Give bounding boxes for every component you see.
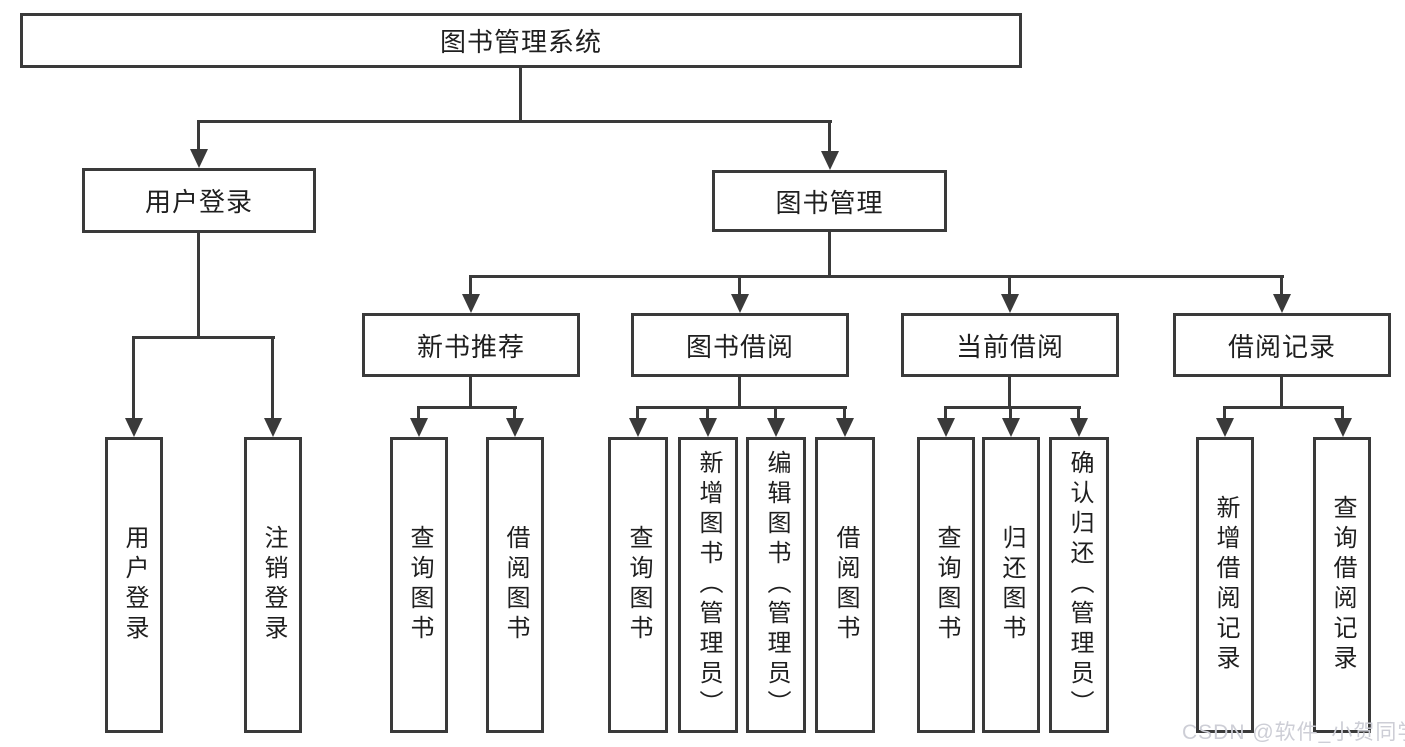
connector-user-login-stem <box>197 233 200 337</box>
leaf-user-login: 用户登录 <box>105 437 163 733</box>
connector-drop-borrow-books-2 <box>843 406 846 420</box>
connector-rail-borrowing-records <box>1223 406 1344 409</box>
connector-drop-query-books-2 <box>636 406 639 420</box>
node-book-borrowing: 图书借阅 <box>631 313 849 377</box>
arrowhead-book-borrowing <box>731 294 749 313</box>
connector-book-borrowing-stem <box>738 377 741 407</box>
arrowhead-borrowing-records <box>1273 294 1291 313</box>
connector-drop-book-management <box>828 120 831 151</box>
arrowhead-add-book <box>699 418 717 437</box>
node-borrowing-records: 借阅记录 <box>1173 313 1391 377</box>
leaf-query-books-borrowing: 查询图书 <box>608 437 668 733</box>
connector-rail-current-borrowing <box>944 406 1081 409</box>
leaf-edit-book-admin: 编辑图书（管理员） <box>746 437 806 733</box>
leaf-query-books-recommend: 查询图书 <box>390 437 448 733</box>
arrowhead-query-books-3 <box>937 418 955 437</box>
connector-drop-borrow-books-1 <box>513 406 516 420</box>
leaf-query-borrow-record: 查询借阅记录 <box>1313 437 1371 733</box>
leaf-add-book-admin: 新增图书（管理员） <box>678 437 738 733</box>
arrowhead-query-books-1 <box>410 418 428 437</box>
connector-drop-query-books-1 <box>417 406 420 420</box>
connector-current-borrowing-stem <box>1008 377 1011 407</box>
node-user-login: 用户登录 <box>82 168 316 233</box>
connector-drop-add-book <box>706 406 709 420</box>
connector-drop-user-login <box>197 120 200 150</box>
arrowhead-book-management <box>821 151 839 170</box>
arrowhead-edit-book <box>767 418 785 437</box>
leaf-borrow-books-recommend: 借阅图书 <box>486 437 544 733</box>
arrowhead-confirm-return <box>1070 418 1088 437</box>
connector-rail-new-book-recommend <box>417 406 517 409</box>
arrowhead-leaf-user-login <box>125 418 143 437</box>
connector-drop-current-borrowing <box>1008 275 1011 295</box>
connector-new-book-recommend-stem <box>469 377 472 407</box>
connector-drop-return-books <box>1009 406 1012 420</box>
connector-drop-query-books-3 <box>944 406 947 420</box>
arrowhead-leaf-logout <box>264 418 282 437</box>
connector-book-management-stem <box>828 232 831 275</box>
arrowhead-add-borrow-record <box>1216 418 1234 437</box>
connector-root-stem <box>519 68 522 120</box>
arrowhead-new-book-recommend <box>462 294 480 313</box>
arrowhead-query-books-2 <box>629 418 647 437</box>
connector-level3-rail <box>469 275 1284 278</box>
arrowhead-borrow-books-2 <box>836 418 854 437</box>
connector-drop-leaf-user-login <box>132 336 135 418</box>
connector-drop-confirm-return <box>1077 406 1080 420</box>
connector-rail-book-borrowing <box>636 406 847 409</box>
node-book-management: 图书管理 <box>712 170 947 232</box>
connector-drop-borrowing-records <box>1280 275 1283 295</box>
watermark: CSDN @软件_小贺同学 <box>1182 721 1405 744</box>
connector-drop-new-book-recommend <box>469 275 472 295</box>
arrowhead-user-login <box>190 149 208 168</box>
connector-user-login-rail <box>132 336 275 339</box>
connector-drop-add-borrow-record <box>1223 406 1226 420</box>
connector-drop-edit-book <box>774 406 777 420</box>
node-new-book-recommend: 新书推荐 <box>362 313 580 377</box>
connector-borrowing-records-stem <box>1280 377 1283 407</box>
node-library-management-system: 图书管理系统 <box>20 13 1022 68</box>
leaf-logout: 注销登录 <box>244 437 302 733</box>
leaf-borrow-books-borrowing: 借阅图书 <box>815 437 875 733</box>
connector-drop-query-borrow-record <box>1341 406 1344 420</box>
leaf-query-books-current: 查询图书 <box>917 437 975 733</box>
arrowhead-query-borrow-record <box>1334 418 1352 437</box>
leaf-add-borrow-record: 新增借阅记录 <box>1196 437 1254 733</box>
arrowhead-borrow-books-1 <box>506 418 524 437</box>
leaf-return-books: 归还图书 <box>982 437 1040 733</box>
arrowhead-return-books <box>1002 418 1020 437</box>
connector-level2-rail <box>197 120 832 123</box>
leaf-confirm-return-admin: 确认归还（管理员） <box>1049 437 1109 733</box>
connector-drop-book-borrowing <box>738 275 741 295</box>
connector-drop-leaf-logout <box>271 336 274 418</box>
node-current-borrowing: 当前借阅 <box>901 313 1119 377</box>
arrowhead-current-borrowing <box>1001 294 1019 313</box>
